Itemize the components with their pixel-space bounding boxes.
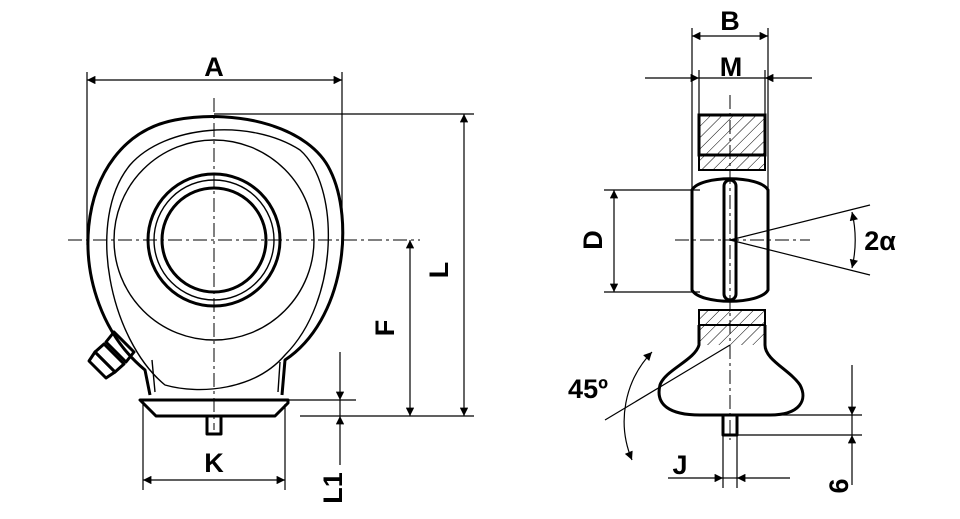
side-pin [721, 413, 739, 437]
dimension-2alpha: 2α [729, 204, 896, 276]
label-A: A [204, 52, 224, 82]
label-K: K [204, 448, 224, 478]
dimension-D: D [578, 189, 700, 293]
dimension-F: F [370, 239, 415, 416]
bore-circle [160, 186, 268, 294]
dimension-M: M [645, 52, 812, 115]
dimension-L1: L1 [288, 352, 356, 504]
neck-inner-contour [151, 359, 281, 393]
rod-end-body [86, 115, 345, 396]
bottom-pin [205, 414, 223, 436]
side-view: B M D 2α 45º [568, 6, 896, 494]
label-2alpha: 2α [864, 226, 896, 256]
grease-nipple [87, 330, 136, 380]
spherical-ball [690, 177, 770, 303]
front-view: A L F L1 K [68, 52, 474, 504]
label-L1: L1 [318, 472, 348, 504]
dimension-A: A [86, 52, 343, 245]
label-B: B [720, 6, 740, 36]
label-D: D [578, 230, 608, 250]
label-F: F [370, 320, 400, 337]
body-inner-contour [106, 129, 329, 391]
label-45deg: 45º [568, 374, 608, 404]
label-L: L [424, 262, 454, 279]
shank-hatch [699, 325, 765, 345]
housing-top-section [697, 113, 767, 157]
dimension-L: L [214, 113, 474, 417]
housing-top-inner [698, 154, 766, 171]
dimension-45deg: 45º [568, 344, 731, 461]
outer-ring-circle [113, 139, 315, 341]
bearing-ring-outer [146, 172, 282, 308]
lubrication-channel [722, 178, 738, 302]
dimension-6: 6 [737, 365, 862, 494]
label-6: 6 [824, 478, 854, 493]
label-M: M [720, 52, 743, 82]
shank-profile [657, 325, 805, 417]
bearing-ring-middle [153, 179, 275, 301]
housing-bottom-inner [698, 309, 766, 326]
label-J: J [672, 450, 687, 480]
dimension-K: K [142, 404, 286, 490]
dimension-B: B [691, 6, 769, 190]
dimension-J: J [668, 435, 790, 488]
